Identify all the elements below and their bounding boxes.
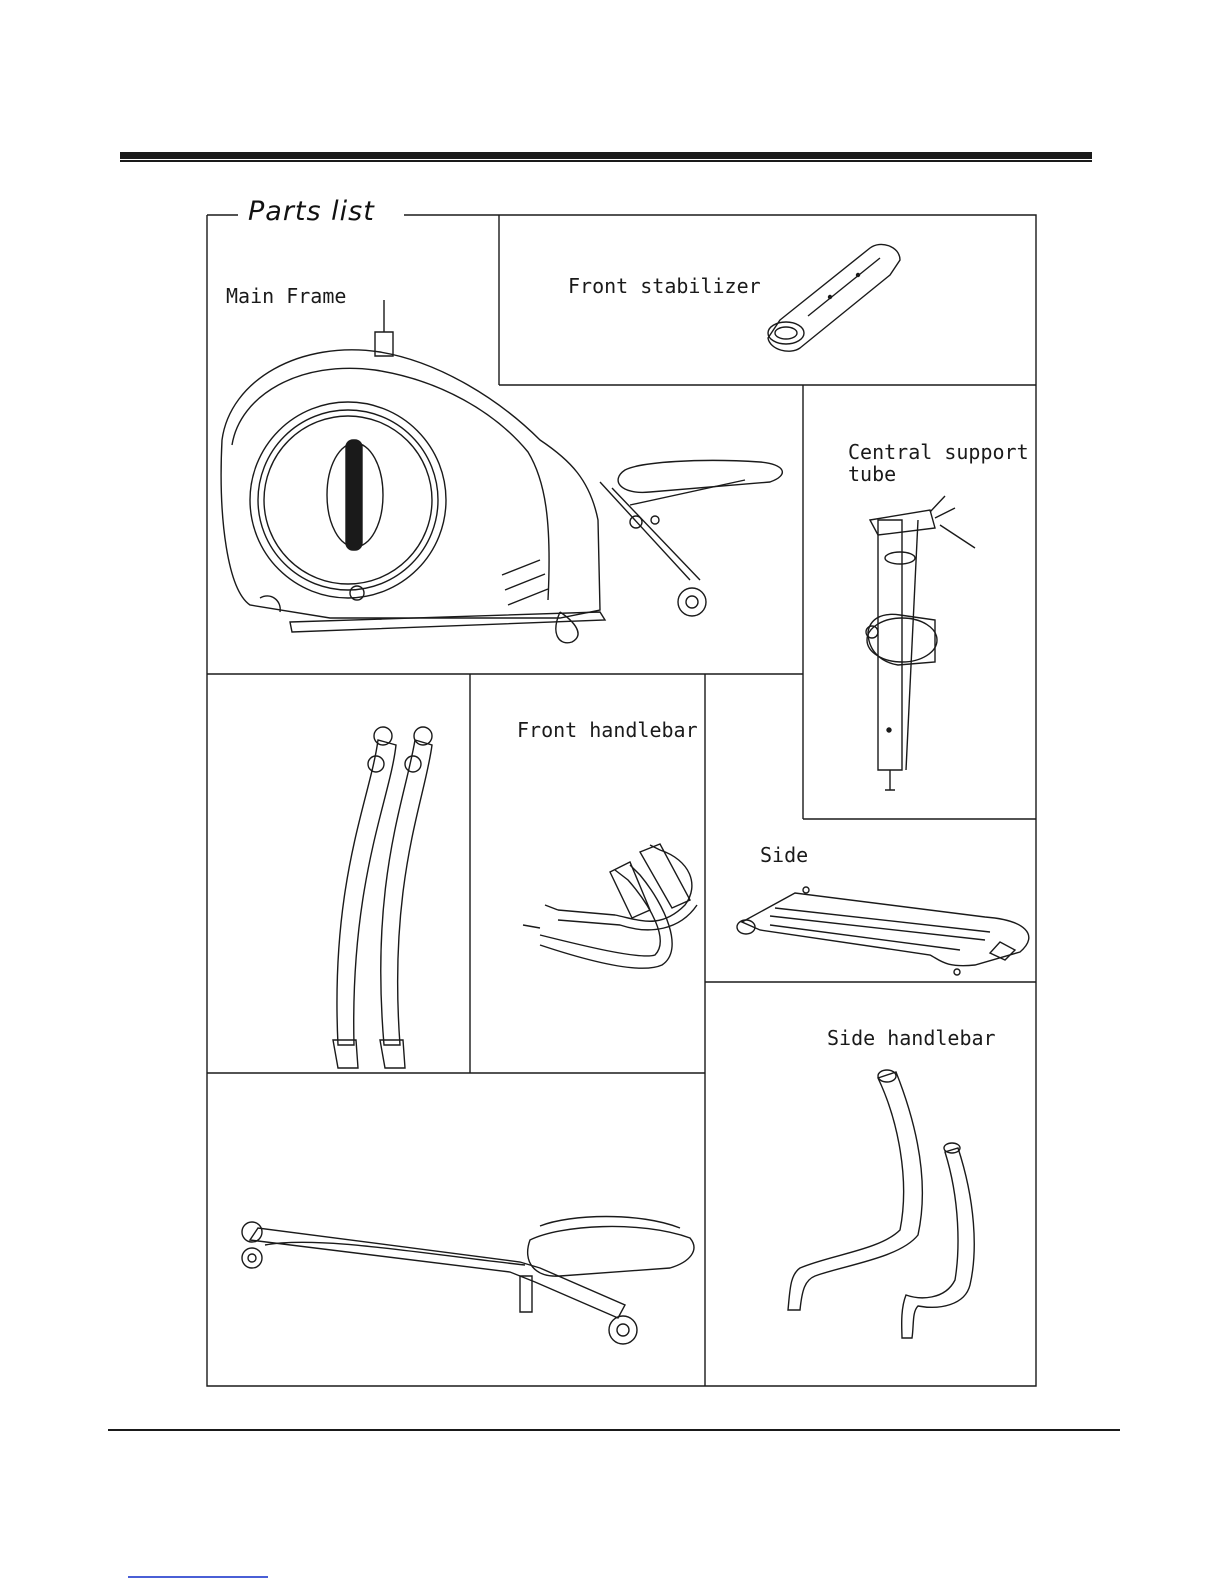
label-main-frame: Main Frame [226,285,346,307]
pedal-arms-drawing [333,727,432,1068]
label-side-handlebar: Side handlebar [827,1027,996,1049]
pedal-link-drawing [242,1217,694,1345]
page-title: Parts list [238,196,385,227]
side-handlebar-drawing [788,1070,974,1338]
panel-borders [207,215,1036,1386]
side-pedal-drawing [737,887,1029,975]
label-front-stabilizer: Front stabilizer [568,275,761,297]
label-side: Side [760,844,808,866]
front-stabilizer-drawing [768,244,900,351]
main-frame-drawing [221,300,782,643]
front-handlebar-drawing [523,844,697,968]
label-front-handlebar: Front handlebar [517,719,698,741]
footer-link-underline[interactable] [128,1576,268,1578]
central-support-tube-drawing [866,496,975,790]
label-central-support-tube: Central support tube [848,441,1029,485]
bottom-rule [108,1429,1120,1431]
